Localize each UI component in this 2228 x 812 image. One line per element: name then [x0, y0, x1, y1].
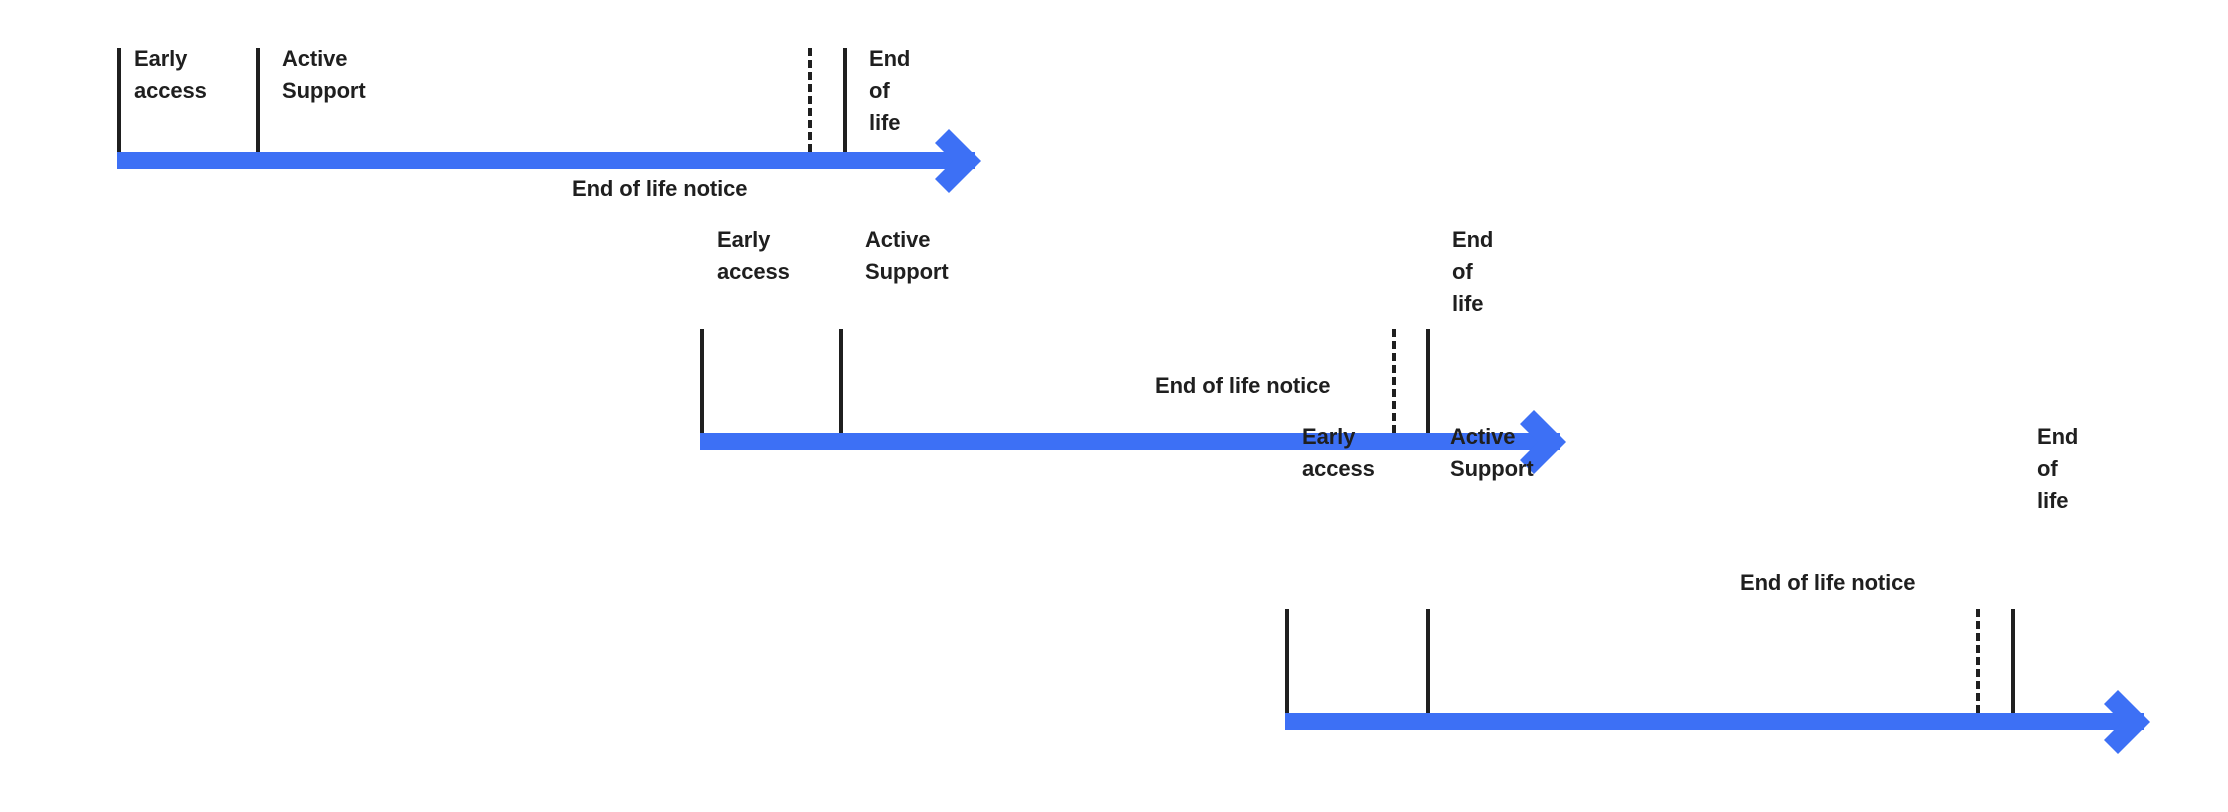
- phase-label-end-of-life: End of life: [1452, 227, 1494, 316]
- phase-label-active-support: Active Support: [282, 46, 366, 103]
- phase-divider-2: [1426, 609, 1430, 713]
- end-of-life-notice-marker: [808, 48, 812, 152]
- phase-divider-2: [839, 329, 843, 433]
- lifecycle-bar: [700, 433, 1560, 450]
- end-of-life-notice-caption: End of life notice: [572, 176, 748, 201]
- phase-label-end-of-life: End of life: [869, 46, 911, 135]
- phase-divider-1: [1285, 609, 1289, 713]
- phase-divider-1: [700, 329, 704, 433]
- phase-label-active-support: Active Support: [865, 227, 949, 284]
- phase-divider-3: [1426, 329, 1430, 433]
- phase-divider-1: [117, 48, 121, 152]
- phase-divider-2: [256, 48, 260, 152]
- lifecycle-arrowhead-icon: [2104, 689, 2150, 754]
- lifecycle-arrowhead-icon: [935, 128, 981, 193]
- lifecycle-arrowhead-icon: [1520, 409, 1566, 474]
- end-of-life-notice-marker: [1976, 609, 1980, 713]
- phase-label-active-support: Active Support: [1450, 424, 1534, 481]
- phase-label-end-of-life: End of life: [2037, 424, 2079, 513]
- end-of-life-notice-caption: End of life notice: [1740, 570, 1916, 595]
- lifecycle-bar: [1285, 713, 2144, 730]
- lifecycle-bar: [117, 152, 975, 169]
- end-of-life-notice-marker: [1392, 329, 1396, 433]
- phase-divider-3: [843, 48, 847, 152]
- phase-label-early-access: Early access: [717, 227, 790, 284]
- phase-divider-3: [2011, 609, 2015, 713]
- phase-label-early-access: Early access: [134, 46, 207, 103]
- end-of-life-notice-caption: End of life notice: [1155, 373, 1331, 398]
- phase-label-early-access: Early access: [1302, 424, 1375, 481]
